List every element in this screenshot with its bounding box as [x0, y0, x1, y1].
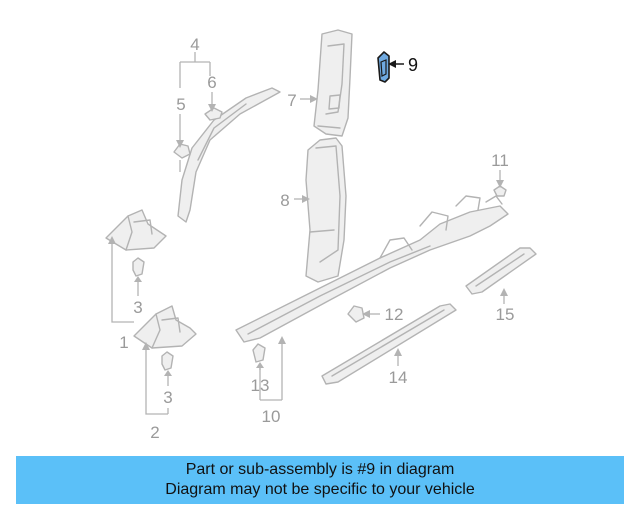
part-9-clip[interactable] [377, 51, 390, 83]
banner-line-part: Part or sub-assembly is #9 in diagram [185, 461, 455, 478]
callout-13: 13 [251, 376, 270, 395]
leader-lines [108, 52, 508, 415]
callout-9: 9 [408, 55, 418, 75]
callout-3-upper: 3 [133, 298, 142, 317]
callout-10: 10 [262, 407, 281, 426]
part-13-fastener[interactable] [252, 343, 266, 363]
part-3-fastener-lower[interactable] [161, 351, 174, 371]
part-8-lower-pillar-trim[interactable] [305, 137, 347, 283]
callout-3-lower: 3 [163, 388, 172, 407]
callout-5: 5 [176, 95, 185, 114]
part-5-clip[interactable] [173, 143, 191, 159]
callout-4: 4 [190, 35, 199, 54]
part-14-scuff-plate[interactable] [321, 303, 457, 385]
callout-8: 8 [280, 191, 289, 210]
part-2-kick-panel[interactable] [133, 305, 197, 349]
callout-2: 2 [150, 423, 159, 442]
part-15-scuff-plate[interactable] [465, 247, 537, 295]
part-7-upper-pillar-trim[interactable] [313, 29, 353, 137]
banner-line-disclaimer: Diagram may not be specific to your vehi… [165, 481, 475, 498]
part-11-clip[interactable] [493, 185, 507, 197]
part-3-fastener-upper[interactable] [132, 257, 145, 277]
part-10-sill-plate[interactable] [235, 195, 509, 343]
part-12-clip[interactable] [347, 305, 365, 323]
callout-1: 1 [119, 333, 128, 352]
part-6-clip[interactable] [204, 107, 223, 121]
part-4-a-pillar-trim[interactable] [177, 87, 281, 223]
callout-6: 6 [207, 73, 216, 92]
part-1-kick-panel[interactable] [105, 209, 167, 251]
callout-15: 15 [496, 305, 515, 324]
callout-labels: 4 5 6 7 8 9 11 3 1 12 15 14 13 3 10 2 [119, 35, 514, 442]
callout-12: 12 [385, 305, 404, 324]
info-banner: Part or sub-assembly is #9 in diagram Di… [16, 456, 624, 504]
callout-14: 14 [389, 368, 408, 387]
callout-11: 11 [491, 151, 509, 170]
callout-7: 7 [287, 91, 296, 110]
